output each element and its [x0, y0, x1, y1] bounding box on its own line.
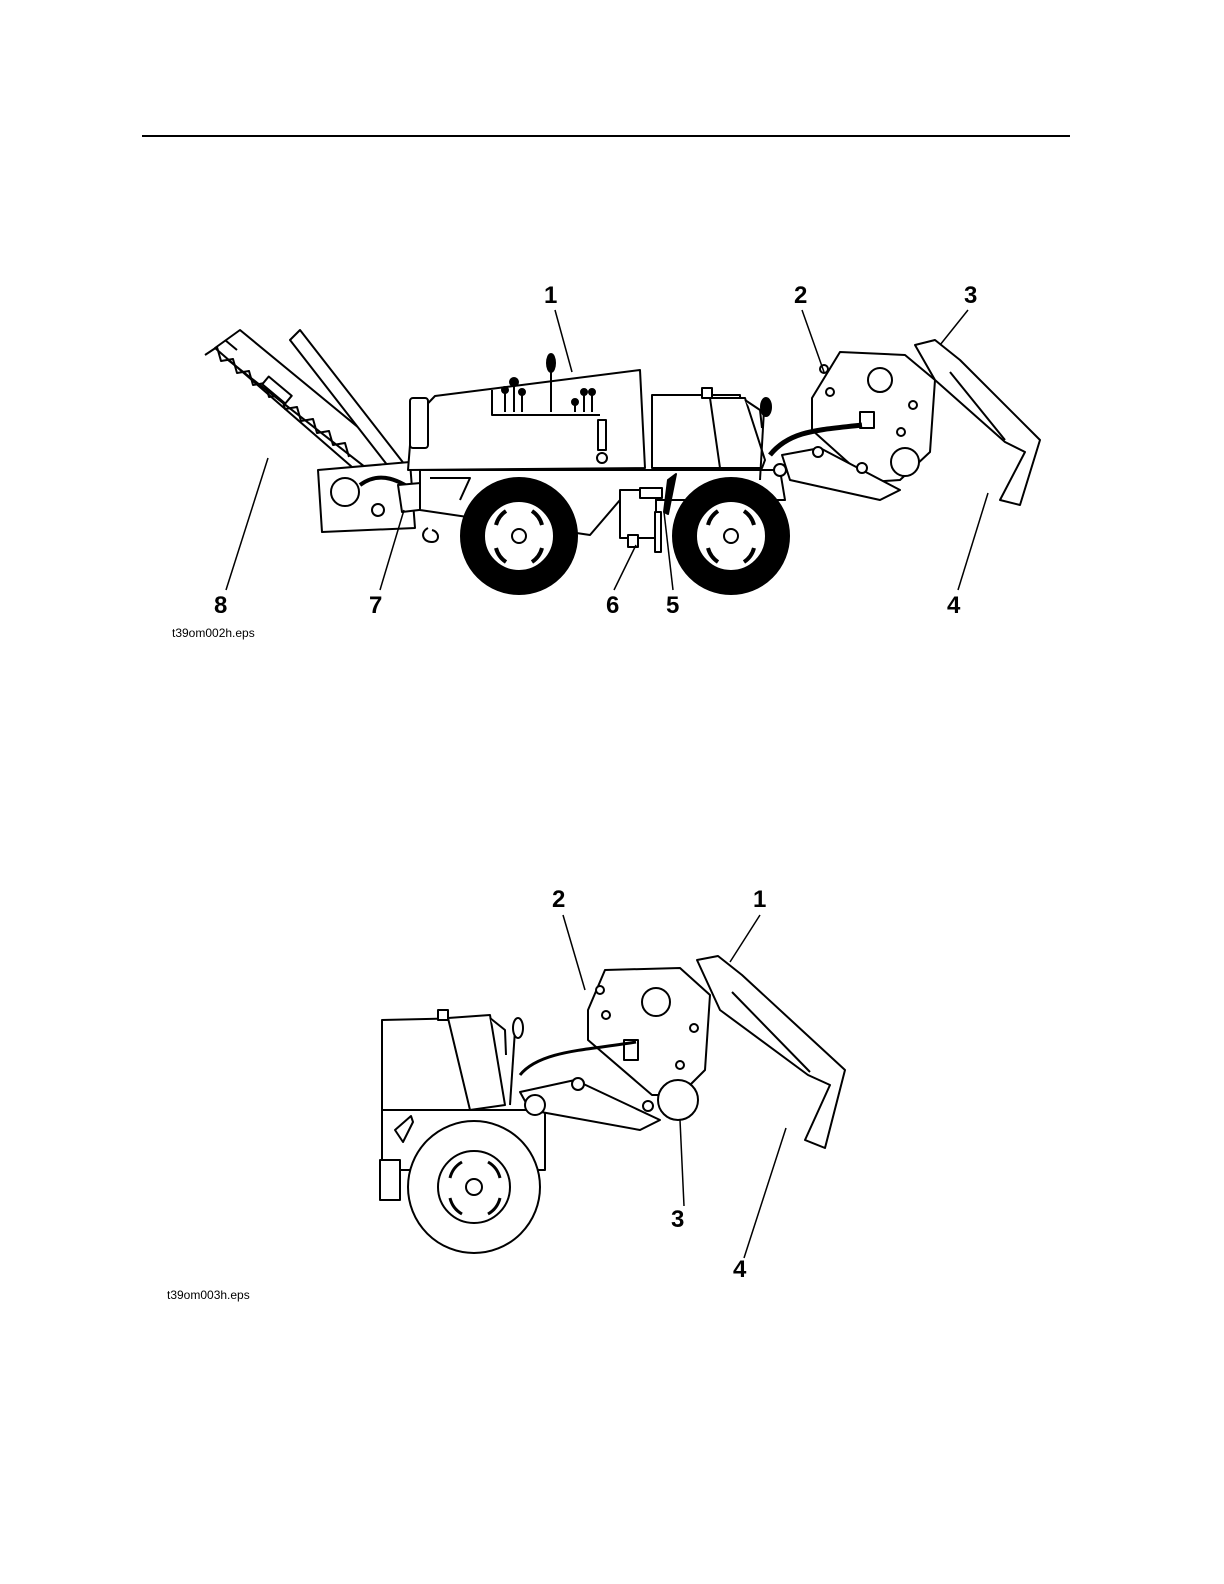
engine-hood	[408, 370, 645, 470]
figure-filename: t39om003h.eps	[167, 1288, 250, 1302]
machine-illustration	[0, 0, 1224, 660]
plow-blade	[697, 956, 845, 1148]
callout-3: 3	[671, 1208, 684, 1232]
callout-5: 5	[666, 594, 679, 618]
coulter-wheel	[658, 1080, 698, 1120]
figure-plow-detail: 1 2 3 4 t39om003h.eps	[0, 870, 1224, 1310]
figure-filename: t39om002h.eps	[172, 626, 255, 640]
callout-8: 8	[214, 594, 227, 618]
callout-2: 2	[552, 888, 565, 912]
callout-7: 7	[369, 594, 382, 618]
plow-illustration	[0, 870, 1224, 1310]
wheel	[408, 1121, 540, 1253]
callout-4: 4	[947, 594, 960, 618]
plow-blade	[915, 340, 1040, 505]
callout-1: 1	[544, 284, 557, 308]
callout-1: 1	[753, 888, 766, 912]
figure-machine-side-view: 1 2 3 4 5 6 7 8 t39om002h.eps	[0, 0, 1224, 660]
front-wheel	[461, 478, 577, 594]
callout-4: 4	[733, 1258, 746, 1282]
rear-wheel	[673, 478, 789, 594]
callout-2: 2	[794, 284, 807, 308]
callout-3: 3	[964, 284, 977, 308]
callout-6: 6	[606, 594, 619, 618]
